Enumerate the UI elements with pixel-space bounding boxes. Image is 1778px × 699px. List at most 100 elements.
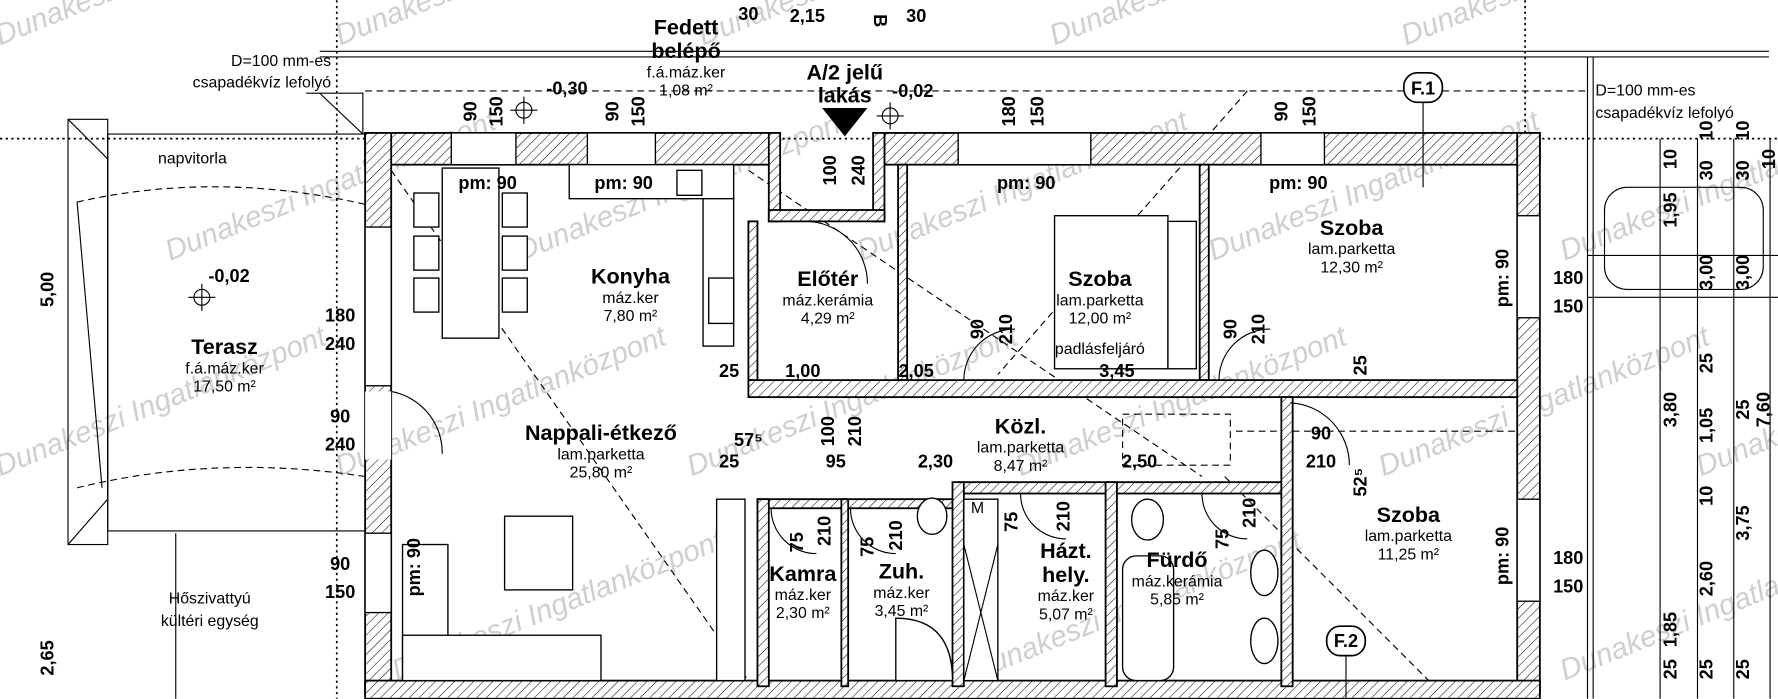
dimension-label: 180 <box>1553 548 1583 568</box>
room-area: 12,00 m² <box>1069 310 1132 327</box>
room-floor: máz.ker <box>602 290 659 307</box>
dimension-label: 1,05 <box>1697 408 1717 443</box>
dimension-label: 30 <box>906 6 926 26</box>
dimension-label: 2,60 <box>1697 561 1717 596</box>
dimension-label: pm: 90 <box>594 173 652 193</box>
dimension-label: 210 <box>1306 452 1336 472</box>
dimension-label: pm: 90 <box>1492 249 1512 307</box>
dimension-label: 3,45 <box>1099 361 1134 381</box>
dimension-label: 240 <box>325 435 355 455</box>
room-name: Házt. <box>1040 539 1091 563</box>
room-name: Szoba <box>1320 216 1384 240</box>
dimension-label: 25 <box>719 361 739 381</box>
dimension-label: 90 <box>461 101 481 121</box>
dimension-label: 30 <box>738 4 758 24</box>
section-markers <box>1325 71 1444 699</box>
dimension-label: 150 <box>325 582 355 602</box>
dimension-label: 75 <box>857 537 877 557</box>
dimension-label: 10 <box>1660 149 1680 169</box>
dimension-label: 10 <box>1697 121 1717 141</box>
dimension-label: 210 <box>1249 314 1269 344</box>
level-markers <box>188 96 904 311</box>
annotation-awning: napvitorla <box>158 151 227 168</box>
room-area: 17,50 m² <box>193 378 256 395</box>
room-name: Kamra <box>769 562 837 586</box>
dimension-label: 75 <box>787 532 807 552</box>
dimension-label: 180 <box>1553 268 1583 288</box>
room-floor: lam.parketta <box>557 446 644 463</box>
dimension-label: 210 <box>814 516 834 546</box>
room-floor: máz.ker <box>873 585 930 602</box>
dimension-label: 150 <box>628 96 648 126</box>
dimension-label: 7,60 <box>1753 392 1773 427</box>
room-name: Előtér <box>797 267 859 291</box>
room-area: 2,30 m² <box>776 605 830 622</box>
room-floor: máz.ker <box>1038 588 1095 605</box>
room-area: 25,80 m² <box>570 465 633 482</box>
dimension-label: 2,30 <box>918 452 953 472</box>
annotation-washer: M <box>971 500 984 517</box>
dimension-label: pm: 90 <box>1492 527 1512 585</box>
dimension-label: 3,00 <box>1733 255 1753 290</box>
room-area: 11,25 m² <box>1378 546 1439 563</box>
watermark-text: Dunakeszi Ingatlanközpont <box>1396 0 1738 52</box>
dimension-label: pm: 90 <box>997 173 1055 193</box>
room-name: Közl. <box>995 414 1046 438</box>
level-label: -0,02 <box>208 266 249 286</box>
dimension-label: 2,05 <box>899 361 934 381</box>
annotation-attic-access: padlásfeljáró <box>1055 341 1145 358</box>
room-floor: f.á.máz.ker <box>647 64 726 81</box>
room-name: Zuh. <box>879 560 924 584</box>
dimension-label: 3,75 <box>1733 505 1753 540</box>
dimension-label: 100 <box>820 155 840 185</box>
annotation-drain-right-2: csapadékvíz lefolyó <box>1595 105 1734 122</box>
annotation-drain-left-2: csapadékvíz lefolyó <box>193 75 332 92</box>
dimension-label: 25 <box>1733 400 1753 420</box>
dimension-label: 3,00 <box>1697 255 1717 290</box>
watermark-text: Dunakeszi Ingatlanközpont <box>330 0 672 52</box>
dimension-label: 2,65 <box>38 640 58 675</box>
level-label: -0,30 <box>546 79 587 99</box>
room-floor: lam.parketta <box>1056 292 1143 309</box>
dimension-label: 240 <box>325 334 355 354</box>
annotation-heatpump-2: kültéri egység <box>161 613 259 630</box>
dimension-label: 25 <box>719 452 739 472</box>
dimension-label: 210 <box>886 520 906 550</box>
dimension-label: 2,50 <box>1122 452 1157 472</box>
room-floor: máz.ker <box>775 587 832 604</box>
dimension-label: pm: 90 <box>1269 173 1327 193</box>
dimension-label: 90 <box>1220 319 1240 339</box>
watermark-text: Dunakeszi Ingatlanközpont <box>0 0 332 52</box>
dimension-label: 75 <box>1001 512 1021 532</box>
apartment-label: lakás <box>818 83 872 107</box>
room-name: hely. <box>1042 563 1089 587</box>
dimension-label: 10 <box>1759 149 1778 169</box>
watermark-text: Dunakeszi Ingatlanközpont <box>0 319 332 483</box>
room-name: Fürdő <box>1147 548 1208 572</box>
dimension-label: 30 <box>1697 160 1717 180</box>
furniture <box>401 163 1764 682</box>
apartment-label: A/2 jelű <box>806 61 883 85</box>
dimension-label: 210 <box>1054 501 1074 531</box>
dimension-label: 25 <box>1697 353 1717 373</box>
room-area: 12,30 m² <box>1320 259 1383 276</box>
dimension-label: 95 <box>826 452 846 472</box>
room-name: Terasz <box>191 335 258 359</box>
dimension-label: 150 <box>1553 296 1583 316</box>
dimension-label: 5,00 <box>38 272 58 307</box>
room-area: 7,80 m² <box>604 308 658 325</box>
doors <box>391 220 1350 555</box>
room-floor: lam.parketta <box>977 440 1064 457</box>
room-floor: máz.kerámia <box>782 292 873 309</box>
section-f1-label: F.1 <box>1411 79 1435 99</box>
room-name: Nappali-étkező <box>525 421 677 445</box>
dimension-label: 90 <box>1271 101 1291 121</box>
dimension-label: 90 <box>967 319 987 339</box>
dimension-label: 100 <box>818 416 838 446</box>
room-area: 8,47 m² <box>994 458 1048 475</box>
annotation-drain-left-1: D=100 mm-es <box>231 53 331 70</box>
dimension-label: 210 <box>845 416 865 446</box>
dimension-label: 1,95 <box>1660 192 1680 227</box>
dimension-label: 75 <box>1212 529 1232 549</box>
room-floor: f.á.máz.ker <box>185 360 264 377</box>
